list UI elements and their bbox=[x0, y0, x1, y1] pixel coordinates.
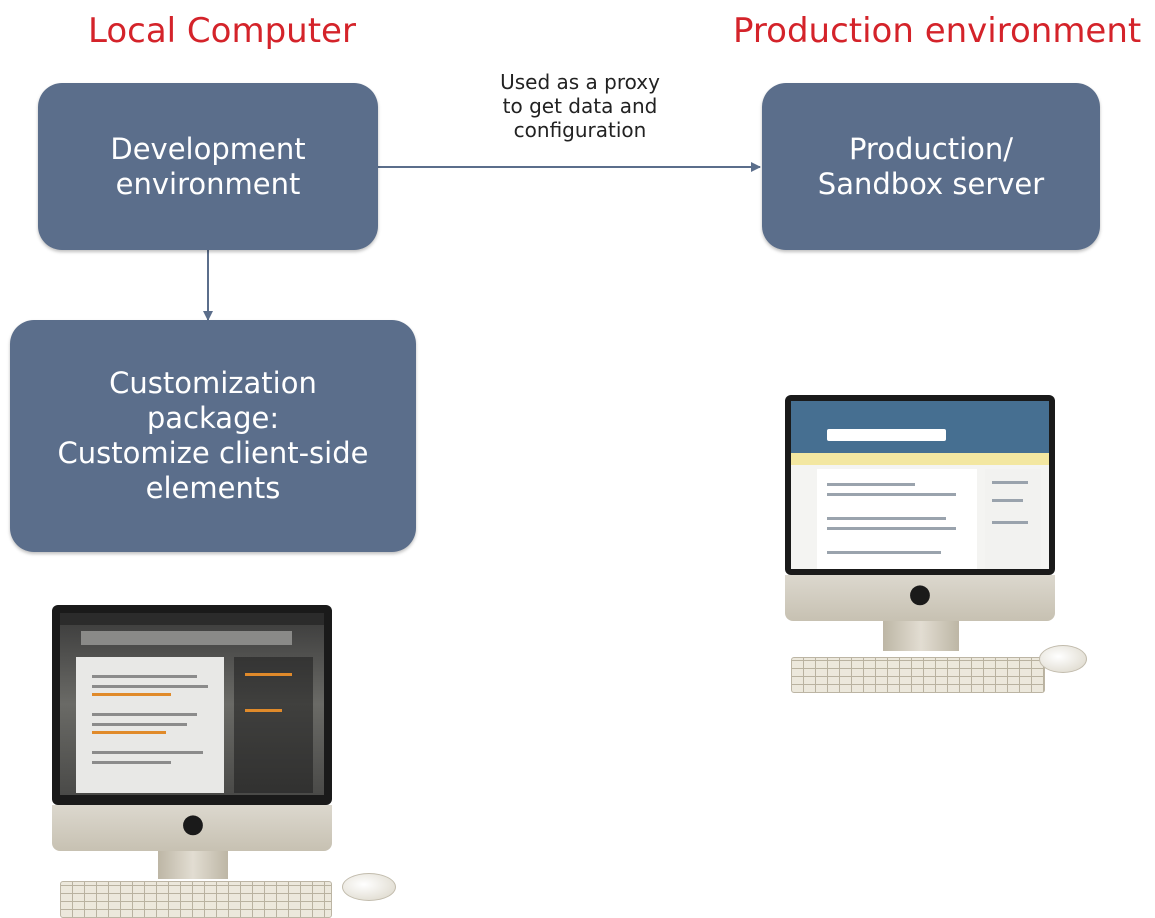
production-sandbox-server-box: Production/ Sandbox server bbox=[762, 83, 1100, 250]
development-environment-label: Development environment bbox=[110, 131, 306, 201]
mouse-icon bbox=[342, 873, 396, 901]
proxy-edge-label: Used as a proxy to get data and configur… bbox=[500, 70, 660, 142]
local-computer-heading: Local Computer bbox=[88, 11, 356, 51]
apple-logo-icon: ● bbox=[181, 809, 205, 839]
monitor-chin bbox=[52, 805, 332, 851]
computer-monitor-icon: ● bbox=[785, 395, 1087, 705]
development-environment-box: Development environment bbox=[38, 83, 378, 250]
monitor-stand bbox=[158, 851, 228, 879]
keyboard-icon bbox=[60, 881, 332, 918]
mouse-icon bbox=[1039, 645, 1087, 673]
monitor-screen bbox=[791, 401, 1049, 569]
computer-monitor-icon: ● bbox=[40, 605, 420, 918]
production-environment-heading: Production environment bbox=[733, 11, 1142, 51]
monitor-stand bbox=[883, 621, 959, 651]
production-sandbox-server-label: Production/ Sandbox server bbox=[817, 131, 1045, 201]
customization-package-box: Customization package: Customize client-… bbox=[10, 320, 416, 552]
monitor-screen bbox=[60, 613, 324, 795]
keyboard-icon bbox=[791, 657, 1045, 693]
apple-logo-icon: ● bbox=[908, 579, 932, 609]
customization-package-label: Customization package: Customize client-… bbox=[57, 366, 369, 505]
monitor-chin bbox=[785, 575, 1055, 621]
